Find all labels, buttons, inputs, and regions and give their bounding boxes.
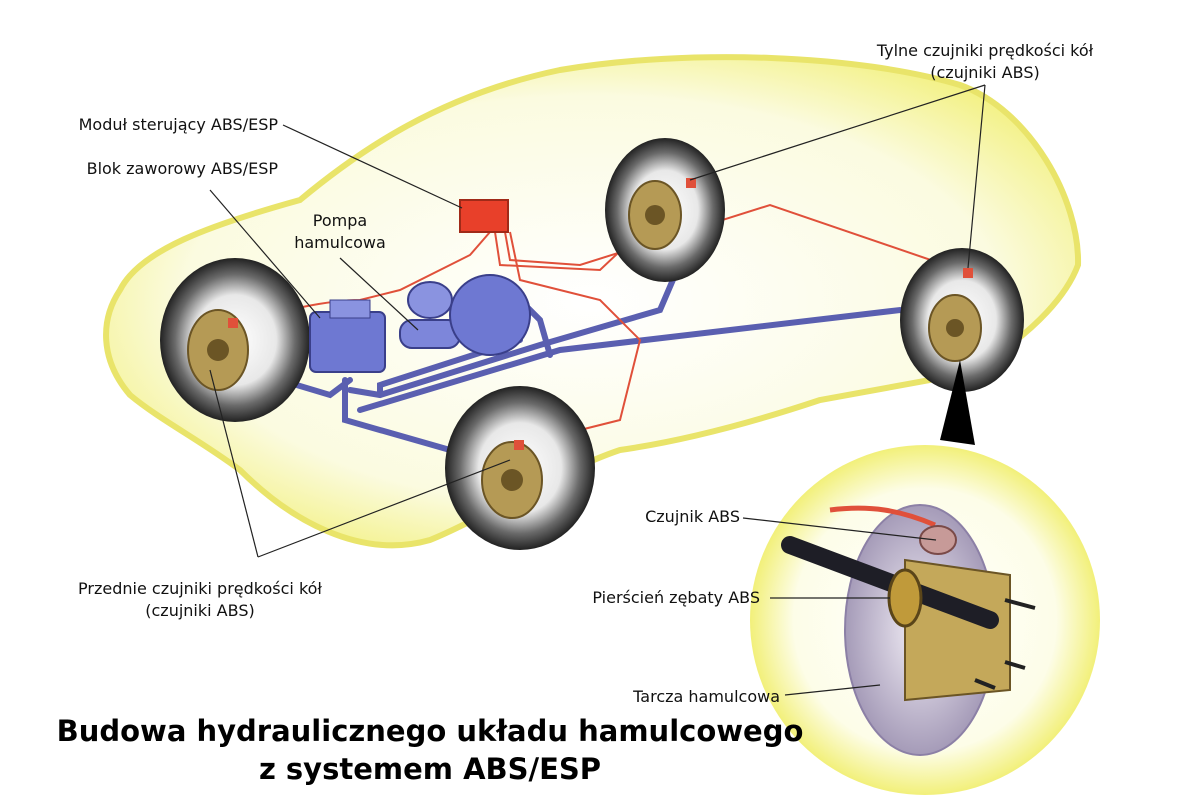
- rear-left-wheel: [605, 138, 725, 282]
- diagram-title-line2: z systemem ABS/ESP: [258, 752, 602, 786]
- front-sensors-label: Przednie czujniki prędkości kół (czujnik…: [40, 578, 360, 622]
- rear-right-wheel: [900, 248, 1024, 392]
- brake-pump: [399, 274, 531, 356]
- pump-label-line1: Pompa: [312, 211, 368, 230]
- brake-disc-label: Tarcza hamulcowa: [633, 687, 780, 706]
- leader-lines: [209, 84, 986, 696]
- front-right-wheel: [445, 386, 595, 550]
- toothed-ring-label: Pierścień zębaty ABS: [592, 588, 760, 607]
- zoom-detail: [750, 445, 1100, 795]
- valve-block: [309, 299, 386, 373]
- pump-label-line2: hamulcowa: [294, 233, 386, 252]
- front-left-wheel: [160, 258, 310, 422]
- rear-sensors-label-line1: Tylne czujniki prędkości kół: [876, 41, 1094, 60]
- wheel-sensors: [228, 178, 973, 450]
- control-module: [459, 199, 509, 233]
- front-sensors-label-line2: (czujniki ABS): [145, 601, 255, 620]
- rear-sensors-label: Tylne czujniki prędkości kół (czujniki A…: [840, 40, 1130, 84]
- pump-label: Pompa hamulcowa: [280, 210, 400, 254]
- rear-sensors-label-line2: (czujniki ABS): [930, 63, 1040, 82]
- abs-sensor-label: Czujnik ABS: [645, 507, 740, 526]
- front-sensors-label-line1: Przednie czujniki prędkości kół: [78, 579, 322, 598]
- control-module-label: Moduł sterujący ABS/ESP: [78, 115, 278, 134]
- valve-block-label: Blok zaworowy ABS/ESP: [86, 159, 278, 178]
- diagram-title-line1: Budowa hydraulicznego układu hamulcowego: [56, 714, 804, 748]
- zoom-pointer: [940, 360, 975, 445]
